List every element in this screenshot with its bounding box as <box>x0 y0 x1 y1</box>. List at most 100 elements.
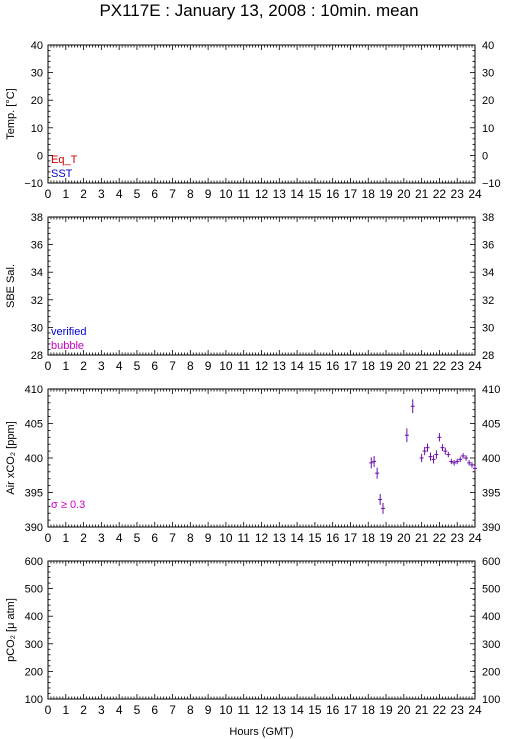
y-tick-label-left: −10 <box>24 178 43 190</box>
x-tick-label: 15 <box>308 703 322 717</box>
y-tick-label-left: 0 <box>37 150 43 162</box>
x-tick-label: 23 <box>451 703 465 717</box>
y-tick-label-right: 36 <box>482 240 494 252</box>
x-tick-label: 23 <box>451 359 465 373</box>
legend-entry: SST <box>51 168 73 180</box>
x-tick-label: 17 <box>344 187 358 201</box>
x-tick-label: 3 <box>98 359 105 373</box>
x-tick-label: 20 <box>397 359 411 373</box>
data-point <box>437 433 442 442</box>
x-tick-label: 8 <box>187 187 194 201</box>
y-tick-label-right: 30 <box>482 68 494 80</box>
y-tick-label-left: 32 <box>31 295 43 307</box>
data-point <box>467 460 472 466</box>
x-tick-label: 6 <box>151 703 158 717</box>
x-tick-label: 14 <box>290 359 304 373</box>
y-tick-label-right: 100 <box>482 694 500 706</box>
x-tick-label: 23 <box>451 187 465 201</box>
y-tick-label-left: 390 <box>25 522 43 534</box>
x-tick-label: 7 <box>169 187 176 201</box>
x-tick-label: 12 <box>255 703 269 717</box>
x-tick-label: 16 <box>326 531 340 545</box>
x-tick-label: 17 <box>344 531 358 545</box>
y-tick-label-right: 410 <box>482 384 500 396</box>
x-tick-label: 22 <box>433 531 447 545</box>
y-tick-label-left: 30 <box>31 68 43 80</box>
data-point <box>404 428 409 443</box>
y-tick-label-right: 200 <box>482 666 500 678</box>
x-tick-label: 15 <box>308 531 322 545</box>
y-tick-label-left: 405 <box>25 419 43 431</box>
x-tick-label: 18 <box>362 703 376 717</box>
chart-title: PX117E : January 13, 2008 : 10min. mean <box>99 1 418 20</box>
x-tick-label: 22 <box>433 703 447 717</box>
x-tick-label: 13 <box>273 703 287 717</box>
x-tick-label: 1 <box>62 187 69 201</box>
x-tick-label: 9 <box>205 703 212 717</box>
y-tick-label-right: −10 <box>482 178 501 190</box>
x-tick-label: 1 <box>62 703 69 717</box>
x-tick-label: 12 <box>255 359 269 373</box>
y-tick-label-left: 395 <box>25 488 43 500</box>
x-tick-label: 2 <box>80 531 87 545</box>
x-tick-label: 10 <box>219 531 233 545</box>
data-point <box>443 447 448 455</box>
x-tick-label: 22 <box>433 187 447 201</box>
x-tick-label: 1 <box>62 531 69 545</box>
x-tick-label: 8 <box>187 359 194 373</box>
x-tick-label: 22 <box>433 359 447 373</box>
x-tick-label: 2 <box>80 703 87 717</box>
x-tick-label: 10 <box>219 703 233 717</box>
data-point <box>455 458 460 465</box>
x-tick-label: 5 <box>134 359 141 373</box>
x-tick-label: 4 <box>116 703 123 717</box>
data-point <box>410 399 415 414</box>
x-tick-label: 21 <box>415 359 429 373</box>
y-tick-label-right: 0 <box>482 150 488 162</box>
y-tick-label-right: 32 <box>482 295 494 307</box>
data-point <box>446 451 451 458</box>
x-axis-label: Hours (GMT) <box>229 726 293 738</box>
x-tick-label: 17 <box>344 703 358 717</box>
y-tick-label-right: 40 <box>482 40 494 52</box>
x-tick-label: 14 <box>290 703 304 717</box>
plot-frame <box>47 560 476 700</box>
y-axis-label: Temp. [°C] <box>5 88 17 139</box>
x-tick-label: 0 <box>45 531 52 545</box>
x-tick-label: 7 <box>169 703 176 717</box>
y-tick-label-right: 300 <box>482 639 500 651</box>
x-tick-label: 19 <box>379 703 393 717</box>
y-tick-label-left: 600 <box>25 556 43 568</box>
data-point <box>458 456 463 463</box>
legend-entry: σ ≥ 0.3 <box>51 499 85 511</box>
x-tick-label: 9 <box>205 187 212 201</box>
y-axis-label: SBE Sal. <box>5 264 17 308</box>
data-point <box>452 460 457 466</box>
x-tick-label: 11 <box>237 187 250 201</box>
y-tick-label-right: 395 <box>482 488 500 500</box>
y-tick-label-left: 36 <box>31 240 43 252</box>
x-tick-label: 23 <box>451 531 465 545</box>
x-tick-label: 0 <box>45 359 52 373</box>
y-tick-label-right: 400 <box>482 611 500 623</box>
data-point <box>381 502 386 514</box>
x-tick-label: 7 <box>169 531 176 545</box>
y-tick-label-left: 400 <box>25 611 43 623</box>
data-point <box>464 455 469 461</box>
y-tick-label-left: 400 <box>25 453 43 465</box>
x-tick-label: 13 <box>273 187 287 201</box>
x-tick-label: 2 <box>80 187 87 201</box>
x-tick-label: 8 <box>187 531 194 545</box>
y-tick-label-left: 10 <box>31 123 43 135</box>
x-tick-label: 24 <box>468 531 482 545</box>
y-tick-label-right: 30 <box>482 322 494 334</box>
data-point <box>434 450 439 459</box>
x-tick-label: 19 <box>379 359 393 373</box>
x-tick-label: 13 <box>273 359 287 373</box>
data-point <box>473 465 477 472</box>
data-point <box>449 458 454 465</box>
